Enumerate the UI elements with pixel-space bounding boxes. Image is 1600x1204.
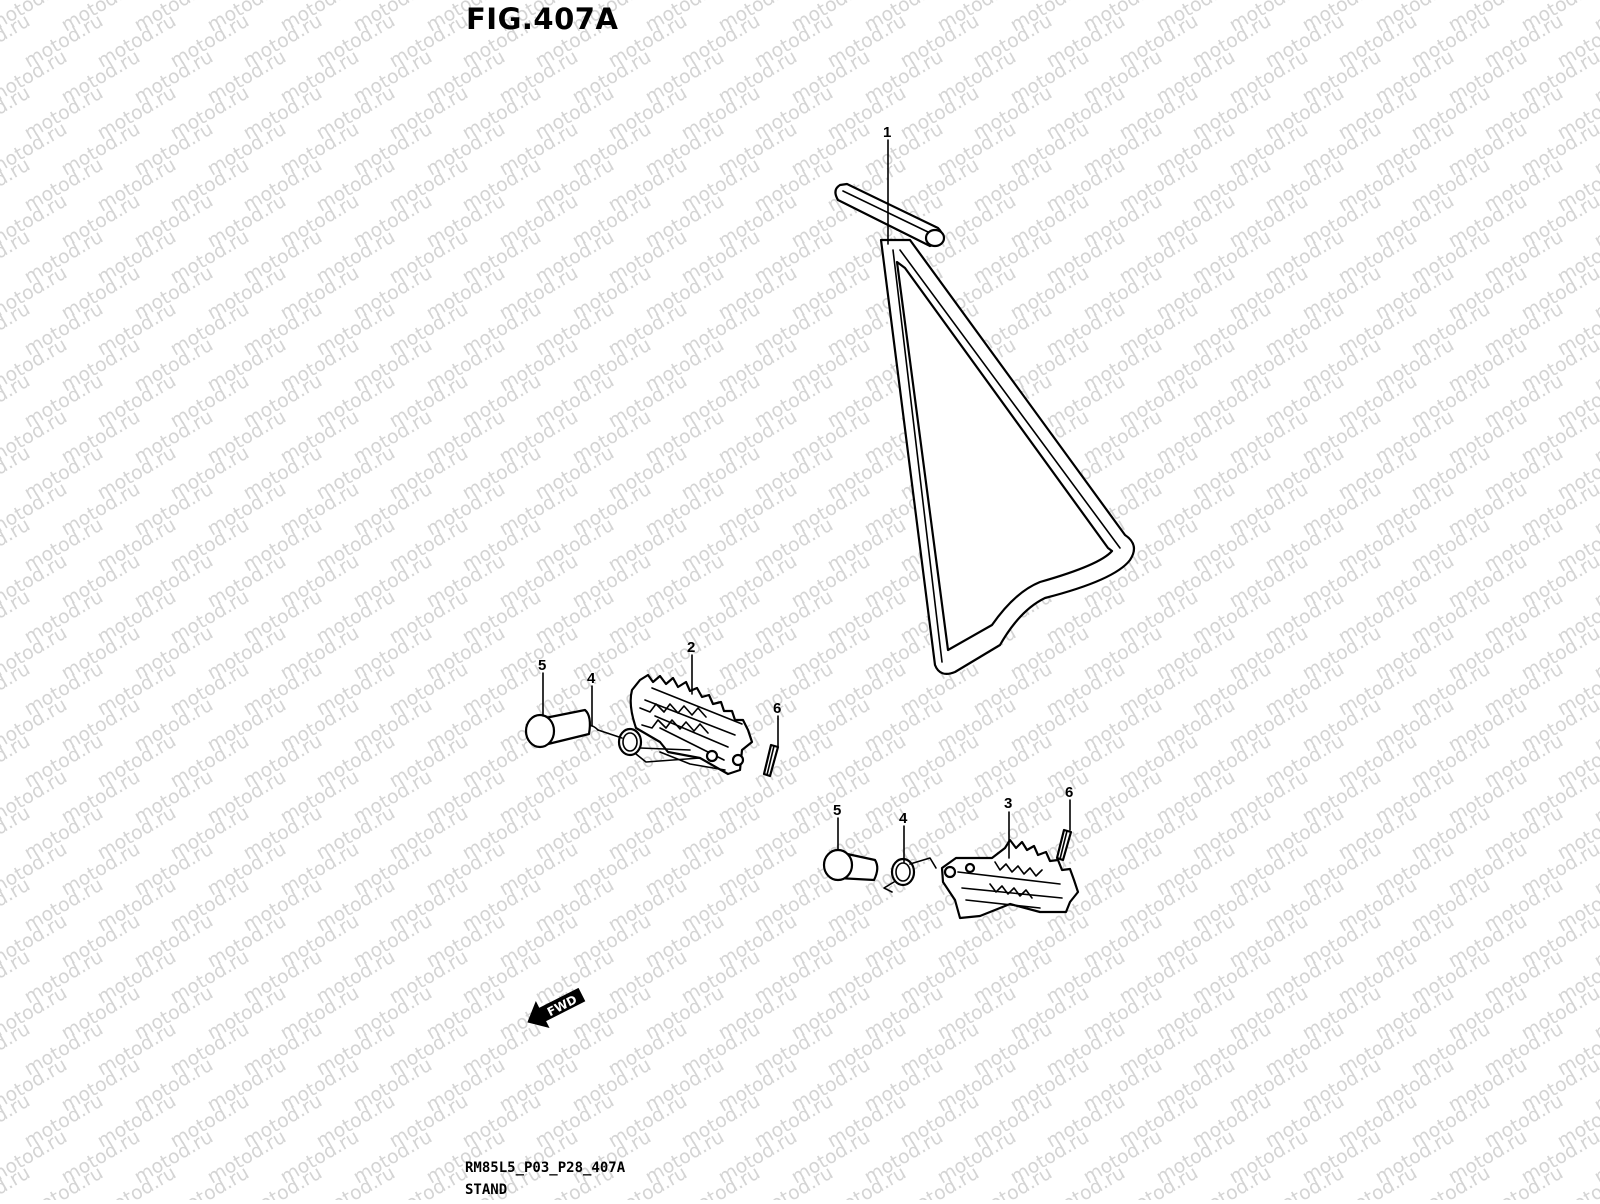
figure-code: RM85L5_P03_P28_407A [465, 1160, 625, 1176]
callout-4-left: 4 [587, 670, 596, 687]
callout-2: 2 [687, 639, 695, 656]
callout-1: 1 [883, 124, 891, 141]
callout-6-left: 6 [773, 700, 781, 717]
callout-3: 3 [1004, 795, 1012, 812]
figure-name: STAND [465, 1182, 507, 1198]
figure-title: FIG.407A [466, 2, 618, 36]
callout-4-right: 4 [899, 810, 908, 827]
callout-5-left: 5 [538, 657, 546, 674]
callout-5-right: 5 [833, 802, 841, 819]
callout-6-right: 6 [1065, 784, 1073, 801]
